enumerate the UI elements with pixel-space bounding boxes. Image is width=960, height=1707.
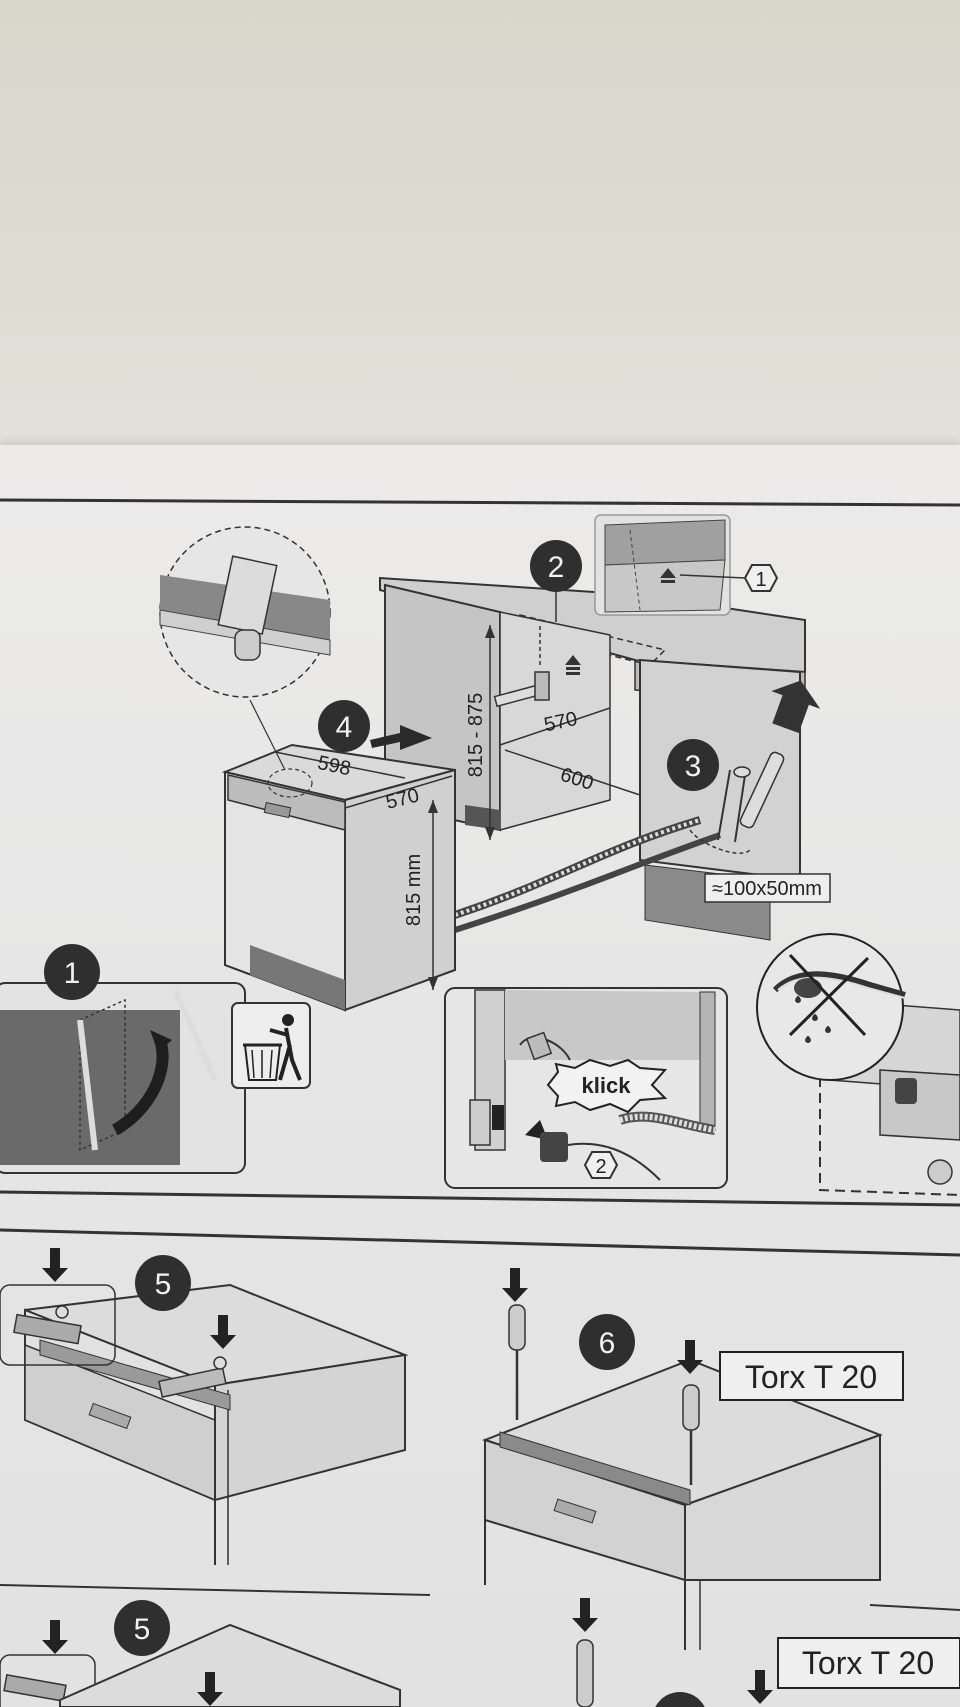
step-3-badge: [667, 739, 719, 791]
step-6-appliance: [482, 1268, 904, 1650]
klick-label: klick: [582, 1073, 632, 1098]
callout-hexagon-2: [583, 1151, 619, 1179]
section-divider-4: [869, 1604, 960, 1611]
step-5-repeat: [0, 1598, 960, 1707]
section-divider-2: [0, 1228, 960, 1257]
countertop-inset: [594, 514, 746, 616]
callout-1-label: 1: [755, 569, 766, 591]
step-6-number: 6: [599, 1327, 616, 1360]
connection-panel: [444, 987, 728, 1189]
step-4-number: 4: [336, 711, 353, 744]
step-5-badge: [135, 1255, 191, 1311]
detail-magnifier: [159, 526, 331, 798]
step-5-appliance: [0, 1248, 409, 1565]
step-5b-number: 5: [134, 1613, 151, 1646]
background-wall: [0, 0, 960, 450]
step-5-number: 5: [155, 1268, 172, 1301]
step-1-number: 1: [64, 957, 81, 990]
step-2-number: 2: [548, 551, 565, 584]
step-5b-badge: [114, 1600, 170, 1656]
step-4-badge: [318, 700, 370, 752]
opening-size-box: [704, 873, 831, 903]
step-3-number: 3: [685, 750, 702, 783]
torx-label-top: Torx T 20: [745, 1359, 877, 1395]
step-6-badge: [579, 1314, 635, 1370]
dishwasher: [221, 725, 456, 1012]
appliance-height-label: 815 mm: [403, 854, 425, 926]
tools-icon: [689, 751, 785, 854]
step-1-panel: [0, 982, 311, 1174]
opening-size-label: ≈100x50mm: [712, 878, 822, 900]
step-2-badge: [530, 540, 582, 592]
callout-hexagon-1: [743, 564, 779, 592]
torx-label-bottom: Torx T 20: [802, 1645, 934, 1681]
section-divider: [0, 1190, 960, 1207]
section-divider-3: [0, 1584, 431, 1596]
callout-2-label: 2: [595, 1156, 606, 1178]
top-border: [0, 498, 960, 507]
niche-height-label: 815 - 875: [465, 693, 487, 778]
no-dripping-icon: [756, 933, 960, 1196]
step-1-badge: [44, 944, 100, 1000]
kitchen-niche: [379, 576, 821, 941]
